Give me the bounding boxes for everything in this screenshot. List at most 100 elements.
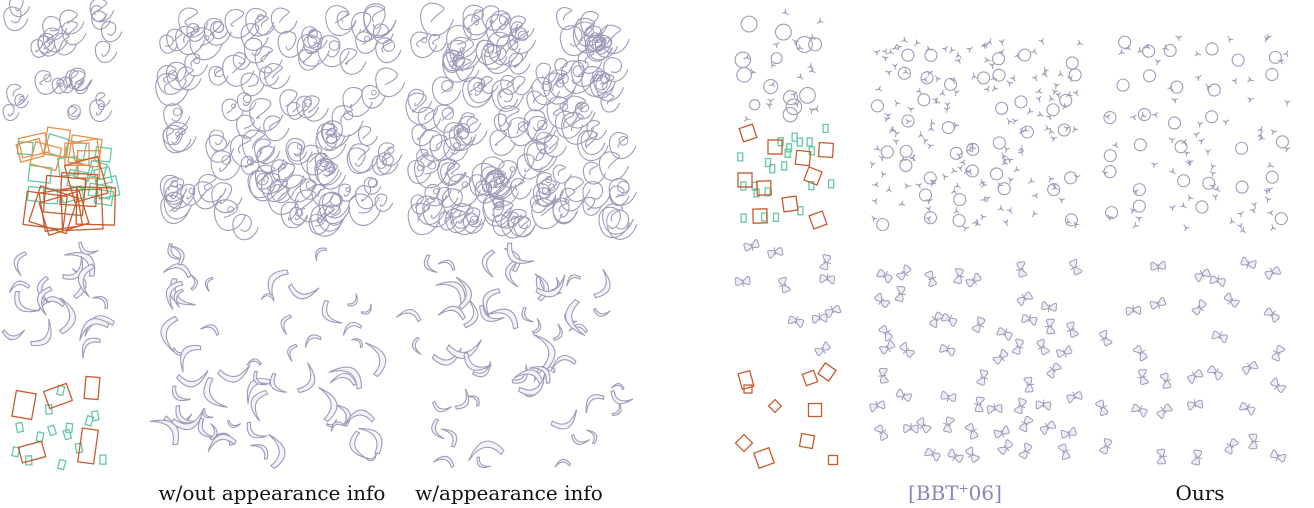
swirl-shape xyxy=(609,132,637,160)
banana-input-exemplar xyxy=(1,241,115,359)
butterfly-shape xyxy=(1016,291,1033,306)
sprout-shape xyxy=(1031,210,1038,218)
swirl-shape xyxy=(437,158,466,186)
butterfly-shape xyxy=(997,439,1014,455)
swirl-shape xyxy=(296,95,319,119)
sprout-shape xyxy=(941,173,949,180)
swirl-shape xyxy=(74,80,89,95)
sprout-shape xyxy=(1283,146,1291,153)
sprout-shape xyxy=(813,105,819,113)
sprout-shape xyxy=(980,214,987,220)
orange-box xyxy=(64,142,90,167)
butterfly-result-ours xyxy=(1095,256,1287,466)
circle-shape xyxy=(901,48,915,62)
butterfly-shape xyxy=(1066,321,1079,338)
sprout-shape xyxy=(982,42,989,49)
banana-shape xyxy=(8,280,31,294)
sprout-shape xyxy=(767,98,775,105)
banana-shape xyxy=(37,286,53,316)
banana-shape xyxy=(329,372,357,387)
large-box xyxy=(737,369,755,391)
swirl-shape xyxy=(348,143,379,173)
sprout-shape xyxy=(1270,129,1278,135)
sprout-shape xyxy=(954,182,962,189)
sprout-shape xyxy=(1198,138,1205,145)
swirl-loop xyxy=(441,107,454,120)
swirl-shape xyxy=(491,79,525,112)
sprout-shape xyxy=(1264,35,1270,43)
swirl-shape xyxy=(230,134,263,167)
swirl-shape xyxy=(442,50,475,83)
sprout-shape xyxy=(957,165,963,172)
sprout-shape xyxy=(1169,205,1176,212)
sprout-shape xyxy=(997,205,1005,212)
circle-shape xyxy=(1170,80,1184,94)
banana-shape xyxy=(454,388,470,410)
swirl-shape xyxy=(577,49,603,74)
butterfly-shape xyxy=(1271,345,1286,362)
banana-shape xyxy=(160,315,179,353)
sprout-shape xyxy=(955,51,962,59)
circle-bounding-boxes xyxy=(737,123,835,230)
butterfly-shape xyxy=(879,339,896,355)
swirl-shape xyxy=(602,203,634,235)
sprout-shape xyxy=(1209,170,1217,177)
swirl-shape xyxy=(259,66,280,87)
large-box xyxy=(11,389,37,421)
swirl-shape xyxy=(240,72,265,97)
swirl-shape xyxy=(512,75,533,96)
large-box xyxy=(807,402,823,418)
sprout-shape xyxy=(872,181,879,188)
sprout-shape xyxy=(894,130,900,138)
sprout-shape xyxy=(980,181,988,188)
banana-shape xyxy=(486,308,519,330)
sprout-shape xyxy=(1004,146,1010,153)
sprout-shape xyxy=(1277,58,1285,65)
sprout-shape xyxy=(1175,35,1182,42)
banana-shape xyxy=(513,369,545,387)
banana-shape xyxy=(533,334,556,370)
sprout-shape xyxy=(1048,94,1055,102)
sprout-shape xyxy=(1193,131,1200,138)
sprout-shape xyxy=(998,39,1005,46)
banana-shape xyxy=(347,293,358,307)
circle-shape xyxy=(1057,123,1071,137)
swirl-shape xyxy=(264,63,291,89)
circle-shape xyxy=(1235,180,1249,194)
circle-shape xyxy=(1046,103,1060,117)
sprout-shape xyxy=(885,185,892,193)
sprout-shape xyxy=(1180,202,1187,209)
butterfly-shape xyxy=(874,424,889,441)
banana-shape xyxy=(455,276,472,310)
small-box xyxy=(806,137,813,147)
sprout-shape xyxy=(1014,52,1020,59)
swirl-shape xyxy=(70,70,92,91)
sprout-shape xyxy=(905,118,912,125)
sprout-shape xyxy=(1151,112,1158,118)
sprout-shape xyxy=(743,115,751,122)
swirl-shape xyxy=(523,109,555,141)
sprout-shape xyxy=(1130,114,1137,121)
butterfly-shape xyxy=(1156,448,1167,465)
banana-shape xyxy=(360,303,372,315)
sprout-shape xyxy=(1011,118,1019,125)
swirl-shape xyxy=(552,200,577,225)
sprout-shape xyxy=(1231,77,1238,85)
sprout-shape xyxy=(1229,217,1236,225)
swirl-shape xyxy=(422,197,453,228)
sprout-shape xyxy=(1073,174,1081,181)
sprout-shape xyxy=(1018,145,1024,153)
sprout-shape xyxy=(1118,49,1125,56)
large-box xyxy=(767,139,783,155)
banana-shape xyxy=(364,342,387,378)
banana-shape xyxy=(269,372,287,393)
circle-shape xyxy=(1205,42,1219,56)
sprout-shape xyxy=(983,85,990,93)
sprout-shape xyxy=(797,73,804,80)
sprout-shape xyxy=(1155,58,1161,66)
circle-shape xyxy=(799,87,816,104)
sprout-shape xyxy=(907,106,915,113)
sprout-shape xyxy=(996,181,1004,188)
sprout-shape xyxy=(943,106,951,113)
large-box xyxy=(38,190,90,236)
